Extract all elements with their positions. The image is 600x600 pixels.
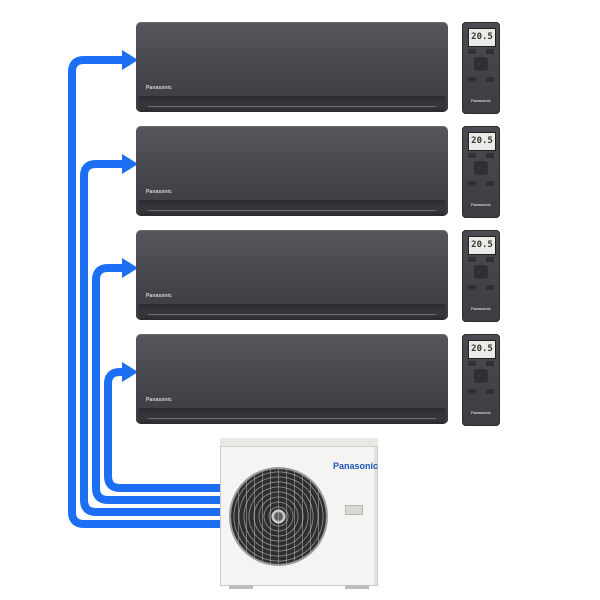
remote-button — [486, 49, 494, 54]
remote-button — [486, 181, 494, 186]
fan-grille — [231, 469, 326, 564]
outdoor-foot — [229, 585, 253, 589]
remote-control-3: 20.5 Panasonic — [462, 230, 500, 322]
arrow-head-icon — [122, 258, 138, 278]
remote-button — [468, 77, 476, 82]
remote-control-2: 20.5 Panasonic — [462, 126, 500, 218]
remote-button — [468, 257, 476, 262]
brand-label: Panasonic — [146, 293, 172, 299]
unit-face-line — [139, 408, 445, 410]
brand-label: Panasonic — [146, 397, 172, 403]
remote-control-4: 20.5 Panasonic — [462, 334, 500, 426]
unit-face-line — [139, 304, 445, 306]
indoor-unit-3: Panasonic — [136, 230, 448, 320]
remote-lcd: 20.5 — [468, 132, 496, 151]
indoor-unit-2: Panasonic — [136, 126, 448, 216]
louver-flap — [138, 410, 446, 424]
louver-flap — [138, 306, 446, 320]
remote-button — [468, 181, 476, 186]
outdoor-unit: Panasonic — [220, 438, 379, 589]
outdoor-brand-label: Panasonic — [333, 461, 379, 471]
remote-brand: Panasonic — [470, 410, 491, 415]
outdoor-foot — [345, 585, 369, 589]
louver-flap — [138, 202, 446, 216]
arrow-head-icon — [122, 50, 138, 70]
remote-button — [468, 285, 476, 290]
remote-brand: Panasonic — [470, 202, 491, 207]
outdoor-top-cover — [220, 438, 378, 447]
remote-brand: Panasonic — [470, 306, 491, 311]
arrow-head-icon — [122, 154, 138, 174]
arrow-head-icon — [122, 362, 138, 382]
remote-button — [486, 257, 494, 262]
service-plate — [345, 505, 363, 515]
remote-pad — [474, 57, 488, 71]
remote-button — [468, 153, 476, 158]
louver-flap — [138, 98, 446, 112]
brand-label: Panasonic — [146, 189, 172, 195]
pipe-2 — [80, 160, 220, 516]
pipe-1 — [68, 56, 220, 528]
remote-button — [486, 389, 494, 394]
indoor-unit-1: Panasonic — [136, 22, 448, 112]
remote-button — [486, 285, 494, 290]
remote-pad — [474, 265, 488, 279]
unit-face-line — [139, 200, 445, 202]
pipe-4 — [104, 368, 220, 492]
remote-button — [468, 361, 476, 366]
brand-label: Panasonic — [146, 85, 172, 91]
pipe-3 — [92, 264, 220, 504]
remote-lcd: 20.5 — [468, 340, 496, 359]
indoor-unit-4: Panasonic — [136, 334, 448, 424]
remote-button — [486, 153, 494, 158]
remote-button — [468, 49, 476, 54]
remote-button — [486, 77, 494, 82]
remote-button — [468, 389, 476, 394]
remote-control-1: 20.5 Panasonic — [462, 22, 500, 114]
remote-pad — [474, 369, 488, 383]
unit-face-line — [139, 96, 445, 98]
remote-lcd: 20.5 — [468, 28, 496, 47]
remote-lcd: 20.5 — [468, 236, 496, 255]
remote-button — [486, 361, 494, 366]
remote-brand: Panasonic — [470, 98, 491, 103]
remote-pad — [474, 161, 488, 175]
